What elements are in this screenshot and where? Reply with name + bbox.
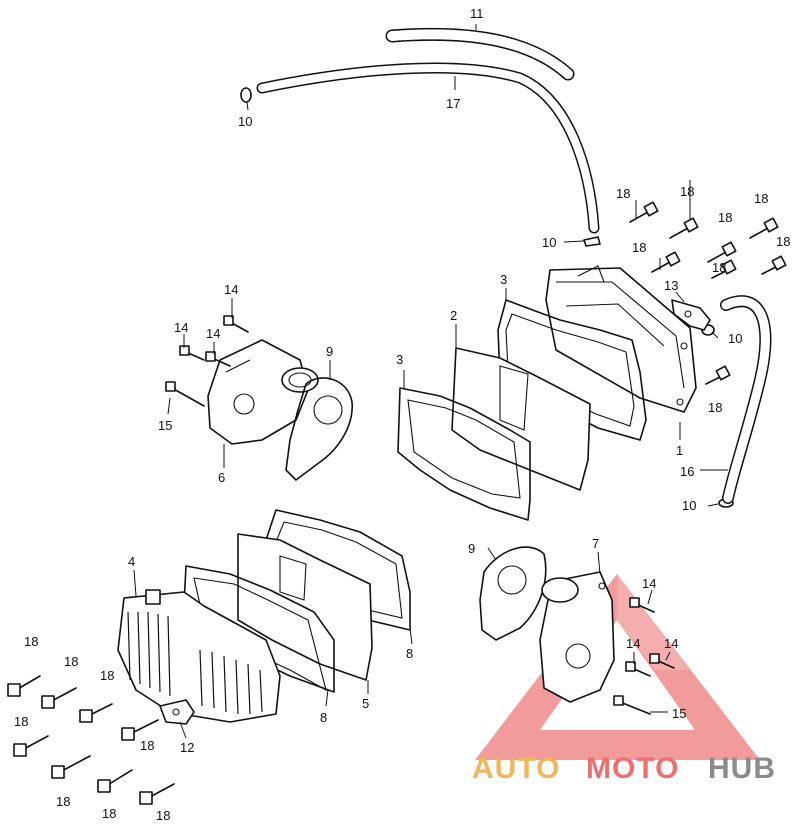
callout-18-low-b: 18 xyxy=(64,654,78,669)
callout-labels: 11 17 10 10 10 10 18 18 18 18 18 18 18 1… xyxy=(14,6,790,823)
bolt-14-c xyxy=(205,351,231,367)
callout-9-a: 9 xyxy=(326,344,333,359)
leader-lines xyxy=(133,24,728,739)
bolt-14-a xyxy=(223,315,249,333)
breather-hose-16 xyxy=(720,295,772,504)
water-pump-7 xyxy=(539,571,615,703)
bolt-18-top-7 xyxy=(761,255,787,275)
clip-10-top-left xyxy=(240,87,252,103)
callout-12: 12 xyxy=(180,740,194,755)
callout-15-b: 15 xyxy=(672,706,686,721)
callout-17: 17 xyxy=(446,96,460,111)
callout-18-f: 18 xyxy=(632,240,646,255)
callout-14-c: 14 xyxy=(206,326,220,341)
bolt-18-top-4 xyxy=(707,241,737,263)
callout-18-g: 18 xyxy=(712,260,726,275)
corrugated-hose-11 xyxy=(385,27,575,81)
watermark-moto: MOTO xyxy=(586,752,679,785)
callout-18-a: 18 xyxy=(616,186,630,201)
watermark-text: AUTO MOTO HUB xyxy=(472,752,776,785)
callout-18-low-c: 18 xyxy=(100,668,114,683)
callout-18-low-h: 18 xyxy=(156,808,170,823)
callout-10-c: 10 xyxy=(728,331,742,346)
callout-2: 2 xyxy=(450,308,457,323)
bolt-18-low-1 xyxy=(7,675,41,697)
callout-10-d: 10 xyxy=(682,498,696,513)
head-cover-1 xyxy=(545,265,697,413)
bolt-18-top-6 xyxy=(711,259,737,279)
callout-6: 6 xyxy=(218,470,225,485)
bolt-14-e xyxy=(625,661,651,677)
gasket-3-left xyxy=(397,387,531,521)
callout-3-b: 3 xyxy=(396,352,403,367)
bolt-18-top-5 xyxy=(651,251,681,273)
bolt-15-left xyxy=(165,381,205,407)
callout-18-low-a: 18 xyxy=(24,634,38,649)
bracket-12 xyxy=(159,699,195,725)
gasket-9-right xyxy=(479,546,547,641)
callout-15-a: 15 xyxy=(158,418,172,433)
bolt-18-right-1 xyxy=(705,365,731,385)
watermark-logo xyxy=(475,574,760,760)
callout-18-e: 18 xyxy=(776,234,790,249)
callout-9-b: 9 xyxy=(468,541,475,556)
gasket-9-left xyxy=(285,377,353,481)
bolt-18-low-2 xyxy=(41,687,77,709)
callout-10-b: 10 xyxy=(542,235,556,250)
separator-plate-2 xyxy=(451,347,591,491)
callout-8-a: 8 xyxy=(406,646,413,661)
callout-3-a: 3 xyxy=(500,272,507,287)
callout-18-h: 18 xyxy=(708,400,722,415)
bolt-14-b xyxy=(179,345,205,361)
callout-8-b: 8 xyxy=(320,710,327,725)
bolt-18-low-4 xyxy=(121,719,159,741)
callout-18-low-g: 18 xyxy=(102,806,116,821)
breather-tube-17 xyxy=(256,62,600,234)
callout-5: 5 xyxy=(362,696,369,711)
callout-7: 7 xyxy=(592,536,599,551)
callout-18-d: 18 xyxy=(718,210,732,225)
clip-10-mid xyxy=(583,236,601,247)
bolt-18-top-2 xyxy=(669,217,699,239)
callout-11: 11 xyxy=(470,6,484,21)
bolt-18-low-6 xyxy=(51,755,91,779)
callout-14-e: 14 xyxy=(626,636,640,651)
water-outlet-6 xyxy=(207,339,319,445)
callout-14-f: 14 xyxy=(664,636,678,651)
callout-13: 13 xyxy=(664,278,678,293)
bolt-18-low-5 xyxy=(13,735,49,757)
bolt-14-d xyxy=(629,597,655,613)
bolt-18-top-1 xyxy=(629,201,659,223)
head-cover-4 xyxy=(117,589,281,723)
watermark-auto: AUTO xyxy=(472,752,560,785)
watermark-hub: HUB xyxy=(708,752,776,785)
callout-18-low-d: 18 xyxy=(14,714,28,729)
bolt-18-low-8 xyxy=(139,783,175,805)
bolt-18-low-7 xyxy=(97,769,133,793)
callout-10-a: 10 xyxy=(238,114,252,129)
callout-18-low-e: 18 xyxy=(140,738,154,753)
callout-4: 4 xyxy=(128,554,135,569)
callout-18-c: 18 xyxy=(754,191,768,206)
callout-18-b: 18 xyxy=(680,184,694,199)
bolt-14-f xyxy=(649,653,675,669)
bolts xyxy=(7,201,787,805)
bolt-15-right xyxy=(613,695,651,715)
bolt-18-top-3 xyxy=(749,217,779,239)
bolt-18-low-3 xyxy=(79,703,113,723)
callout-18-low-f: 18 xyxy=(56,794,70,809)
callout-16: 16 xyxy=(680,464,694,479)
callout-1: 1 xyxy=(676,443,683,458)
callout-14-b: 14 xyxy=(174,320,188,335)
callout-14-a: 14 xyxy=(224,282,238,297)
callout-14-d: 14 xyxy=(642,576,656,591)
